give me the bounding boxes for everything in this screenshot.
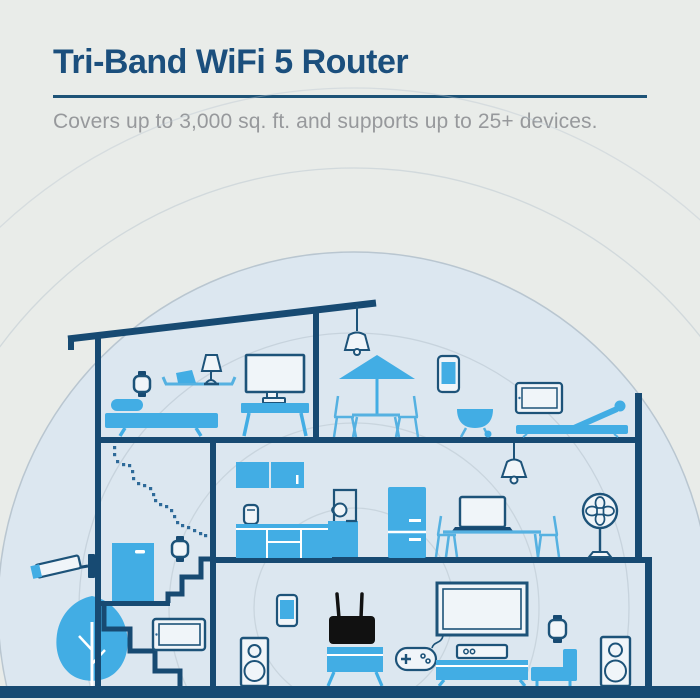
tv-icon [435,581,529,637]
security-camera-icon [30,554,95,579]
right-wall-lower [645,557,652,686]
floor-fan-icon [581,492,619,558]
wall-tablet-icon [151,617,207,652]
armchair-icon [531,649,577,686]
living-smartphone-icon [275,593,299,628]
smartphone-icon [436,354,461,394]
living-smartwatch-icon [547,615,568,643]
media-player-icon [455,643,509,660]
right-wall-upper [635,393,642,563]
tablet-icon [514,381,564,415]
tree-icon [56,596,128,686]
pendant-lamp-icon [343,306,371,356]
wall-cabinets-icon [236,462,304,488]
shelf-icon [161,370,237,386]
tv-stand [436,660,528,688]
outdoor-table-chairs-icon [332,395,420,438]
upper-staircase [165,556,216,603]
house-structure [67,299,652,687]
coffee-maker-icon [328,488,358,557]
laptop-icon [452,495,513,531]
door-icon [112,543,154,601]
dining-pendant-lamp-icon [500,443,528,485]
hall-smartwatch-icon [170,536,190,562]
left-wall [95,334,101,686]
bed-icon [105,399,218,437]
page-title: Tri-Band WiFi 5 Router [53,43,409,81]
middle-floor [210,557,652,563]
left-speaker-icon [239,636,270,688]
desk-and-chairs-icon [434,515,561,558]
landing-floor [95,601,170,606]
bedroom-terrace-wall [313,307,319,437]
table-lamp-icon [200,354,223,386]
page-subtitle: Covers up to 3,000 sq. ft. and supports … [53,110,598,134]
title-divider [53,95,647,99]
refrigerator-icon [388,487,426,558]
tv-table [241,403,309,437]
footprints-icon [113,446,208,538]
smartwatch-icon [132,371,152,397]
grill-icon [457,409,493,438]
lower-staircase [101,604,183,687]
top-floor [95,437,642,443]
roof [67,299,377,343]
patio-umbrella-icon [339,355,415,416]
monitor-icon [244,353,306,404]
sun-lounger-icon [516,400,628,438]
kitchen-counter-icon [236,524,332,558]
header: Tri-Band WiFi 5 Router Covers up to 3,00… [53,43,653,134]
wifi-router-icon [329,592,375,644]
smart-speaker-icon [242,503,260,526]
router-table [326,647,384,687]
right-speaker-icon [599,635,632,688]
ground [0,686,700,698]
